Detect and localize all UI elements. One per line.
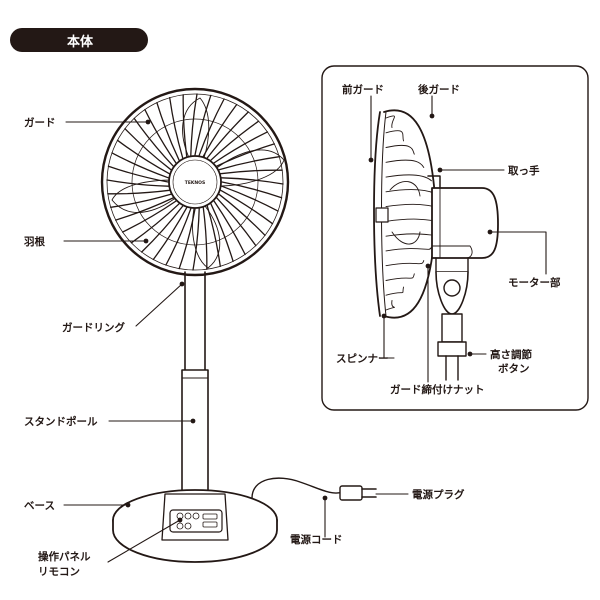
fan-side-view (373, 109, 499, 381)
guard-spoke (213, 131, 269, 164)
label-rear-guard: 後ガード (417, 83, 460, 96)
side-guard-rib (385, 189, 438, 195)
guard-spoke (198, 98, 225, 156)
label-base: ベース (24, 500, 55, 512)
label-guard-ring: ガードリング (62, 321, 125, 334)
guard-spoke (190, 93, 198, 156)
leader-dots (125, 113, 493, 523)
blade-outlines (111, 97, 285, 269)
label-guard: ガード (24, 116, 56, 129)
power-plug (339, 485, 377, 501)
fan-head-front-view: TEKNOS (100, 87, 290, 277)
side-guard-rib (385, 115, 395, 129)
guard-spoke (169, 97, 184, 159)
label-stand-pole: スタンドポール (24, 415, 98, 428)
guard-spoke (144, 108, 177, 164)
guard-spoke (152, 207, 188, 261)
guard-spoke (221, 177, 284, 185)
side-guard-rib (385, 286, 404, 296)
guard-spoke (206, 111, 249, 159)
label-spinner: スピンナー (336, 353, 389, 365)
guard-spoke (202, 207, 208, 270)
guard-spoke (210, 120, 260, 161)
label-power-plug: 電源プラグ (412, 488, 465, 501)
side-guard-rib (385, 159, 425, 168)
label-remote: リモコン (38, 566, 80, 578)
guard-spoke (141, 205, 184, 253)
guard-spoke (218, 156, 280, 171)
guard-spoke (216, 197, 257, 247)
guard-spoke (192, 208, 200, 271)
panel-buttons (176, 512, 218, 530)
base (112, 489, 278, 563)
upper-pole (184, 271, 206, 371)
label-height-button-line1: 高さ調節 (490, 348, 532, 361)
label-motor: モーター部 (508, 276, 561, 289)
label-front-guard: 前ガード (342, 83, 384, 96)
side-guard-rib (385, 273, 415, 281)
guard-spoke (124, 128, 172, 171)
guard-spoke (107, 165, 169, 183)
power-cord (251, 477, 343, 499)
guard-spoke (216, 143, 275, 167)
label-handle: 取っ手 (508, 164, 540, 177)
side-guard-rib (385, 260, 425, 267)
label-guard-nut: ガード締付けナット (390, 383, 485, 396)
leader-lines (63, 95, 547, 563)
side-guard-rib (385, 299, 395, 311)
guard-spoke (107, 189, 170, 195)
guard-spoke (115, 197, 174, 221)
label-height-button-line2: ボタン (498, 362, 530, 375)
side-guard-rib (385, 174, 432, 182)
guard-spoke (210, 203, 234, 262)
guard-spoke (121, 200, 177, 233)
guard-spoke (165, 208, 192, 266)
guard-spoke (221, 185, 279, 212)
guard-spoke (178, 208, 196, 270)
side-guard-rib (385, 246, 432, 252)
brand-mark: TEKNOS (185, 180, 205, 186)
guard-spoke (110, 193, 172, 208)
label-control-panel: 操作パネル (38, 550, 91, 563)
guard-spoke (111, 152, 169, 179)
guard-spoke (130, 203, 180, 244)
guard-spoke (194, 94, 212, 156)
side-guard-rib (385, 144, 415, 155)
section-title-text: 本体 (67, 34, 94, 50)
label-power-cord: 電源コード (290, 533, 343, 546)
stand-pole (181, 369, 209, 495)
section-title: 本体 (10, 28, 148, 52)
label-blade: 羽根 (24, 235, 45, 248)
guard-spoke (133, 117, 174, 167)
guard-spoke (116, 139, 170, 175)
guard-spoke (213, 200, 246, 256)
side-view-panel (321, 65, 589, 411)
side-guard-rib (385, 130, 404, 142)
guard-spoke (221, 181, 283, 199)
guard-spoke (156, 102, 180, 161)
guard-spoke (220, 189, 274, 225)
guard-spoke (218, 193, 266, 236)
guard-spoke (206, 205, 221, 267)
